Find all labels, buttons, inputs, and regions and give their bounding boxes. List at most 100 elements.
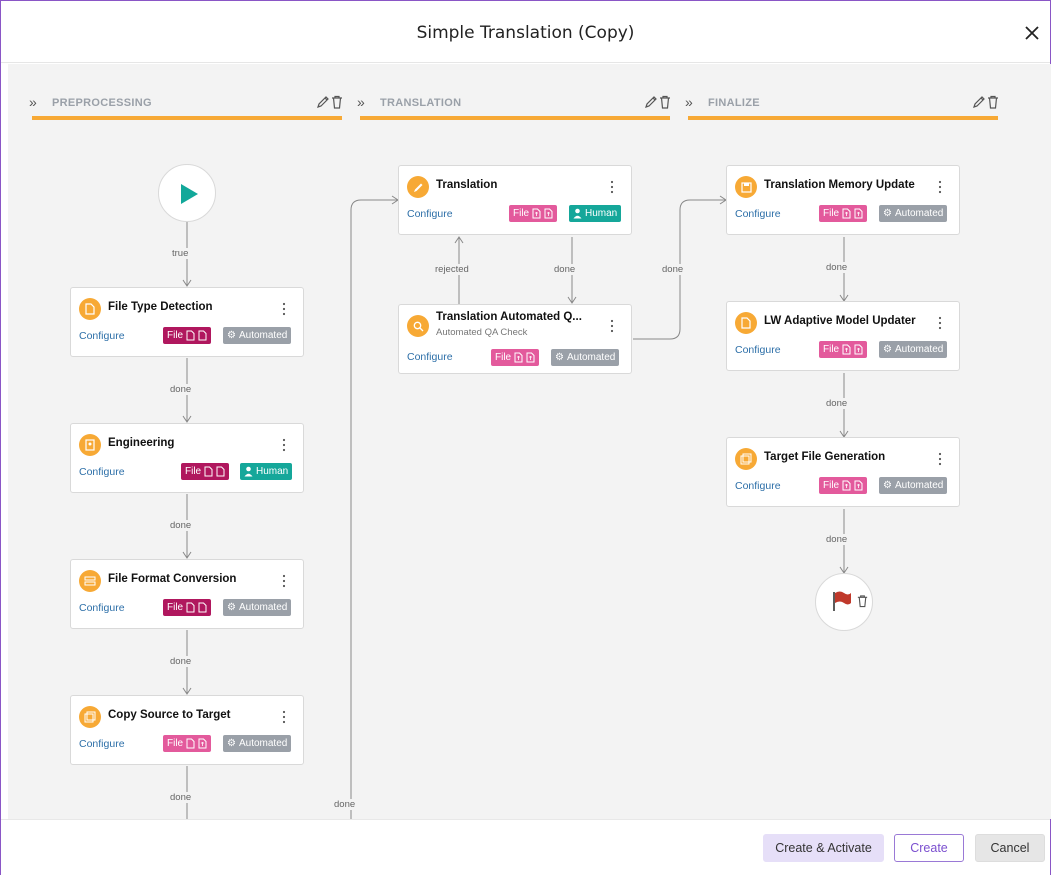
automated-tag-label: Automated: [566, 352, 616, 363]
node-translation[interactable]: Translation Configure File Human: [398, 165, 632, 235]
node-title: LW Adaptive Model Updater: [764, 315, 916, 327]
automated-tag: ⚙Automated: [879, 477, 948, 494]
configure-link[interactable]: Configure: [79, 602, 125, 614]
node-title: Translation Memory Update: [764, 179, 915, 191]
pencil-icon[interactable]: [972, 95, 986, 109]
file-tag-label: File: [823, 480, 840, 491]
configure-link[interactable]: Configure: [79, 330, 125, 342]
modal-header: Simple Translation (Copy): [1, 1, 1050, 63]
more-options-icon[interactable]: [281, 302, 287, 316]
create-activate-button[interactable]: Create & Activate: [763, 834, 884, 862]
phase-bar: [688, 116, 998, 120]
file-doc-icon: [204, 466, 213, 477]
file-tag: File: [163, 327, 212, 344]
node-copy-source-to-target[interactable]: Copy Source to Target Configure File ⚙Au…: [70, 695, 304, 765]
person-icon: [244, 466, 253, 477]
automated-tag-label: Automated: [238, 738, 288, 749]
more-options-icon[interactable]: [937, 452, 943, 466]
gear-icon: ⚙: [227, 602, 236, 613]
file-tag: File: [819, 341, 868, 358]
conversion-icon: [79, 570, 101, 592]
trash-icon[interactable]: [330, 95, 344, 109]
connection-label-true: true: [171, 248, 190, 259]
file-doc-icon: [186, 738, 195, 749]
configure-link[interactable]: Configure: [407, 208, 453, 220]
expand-chevron-icon[interactable]: »: [357, 94, 365, 110]
connection-label-done: done: [169, 384, 193, 395]
file-tag-label: File: [185, 466, 202, 477]
connection-label-done: done: [553, 264, 577, 275]
node-translation-memory-update[interactable]: Translation Memory Update Configure File…: [726, 165, 960, 235]
node-lw-adaptive-model-updater[interactable]: LW Adaptive Model Updater Configure File…: [726, 301, 960, 371]
trash-icon[interactable]: [658, 95, 672, 109]
gear-icon: ⚙: [227, 330, 236, 341]
gear-icon: ⚙: [883, 480, 892, 491]
close-icon[interactable]: [1022, 23, 1042, 43]
pencil-icon[interactable]: [644, 95, 658, 109]
start-node[interactable]: [158, 164, 216, 222]
node-file-type-detection[interactable]: File Type Detection Configure File ⚙Auto…: [70, 287, 304, 357]
more-options-icon[interactable]: [937, 316, 943, 330]
copy-icon: [735, 448, 757, 470]
node-target-file-generation[interactable]: Target File Generation Configure File ⚙A…: [726, 437, 960, 507]
automated-tag: ⚙Automated: [551, 349, 620, 366]
node-title: File Format Conversion: [108, 573, 237, 585]
end-node[interactable]: [815, 573, 873, 631]
more-options-icon[interactable]: [937, 180, 943, 194]
automated-tag: ⚙Automated: [223, 735, 292, 752]
trash-icon[interactable]: [856, 594, 869, 608]
node-translation-qa[interactable]: Translation Automated Q... Automated QA …: [398, 304, 632, 374]
automated-tag: ⚙Automated: [223, 327, 292, 344]
file-tag: File: [181, 463, 230, 480]
file-doc-icon: [186, 330, 195, 341]
file-translated-icon: [842, 208, 851, 219]
more-options-icon[interactable]: [281, 574, 287, 588]
trash-icon[interactable]: [986, 95, 1000, 109]
connection-label-done: done: [661, 264, 685, 275]
configure-link[interactable]: Configure: [79, 466, 125, 478]
file-translated-icon: [854, 208, 863, 219]
more-options-icon[interactable]: [281, 710, 287, 724]
document-icon: [735, 312, 757, 334]
node-file-format-conversion[interactable]: File Format Conversion Configure File ⚙A…: [70, 559, 304, 629]
copy-icon: [79, 706, 101, 728]
phase-label: FINALIZE: [708, 97, 760, 109]
file-tag-label: File: [167, 738, 184, 749]
configure-link[interactable]: Configure: [407, 351, 453, 363]
cancel-button[interactable]: Cancel: [975, 834, 1045, 862]
configure-link[interactable]: Configure: [735, 344, 781, 356]
file-tag-label: File: [823, 344, 840, 355]
person-icon: [573, 208, 582, 219]
file-tag-label: File: [513, 208, 530, 219]
connection-label-done: done: [825, 398, 849, 409]
human-tag-label: Human: [256, 466, 289, 477]
node-engineering[interactable]: Engineering Configure File Human: [70, 423, 304, 493]
file-tag: File: [509, 205, 558, 222]
more-options-icon[interactable]: [609, 180, 615, 194]
file-tag-label: File: [167, 602, 184, 613]
file-tag-label: File: [495, 352, 512, 363]
file-translated-icon: [842, 344, 851, 355]
file-translated-icon: [198, 738, 207, 749]
configure-link[interactable]: Configure: [79, 738, 125, 750]
human-tag-label: Human: [585, 208, 618, 219]
automated-tag: ⚙Automated: [879, 341, 948, 358]
configure-link[interactable]: Configure: [735, 480, 781, 492]
expand-chevron-icon[interactable]: »: [685, 94, 693, 110]
more-options-icon[interactable]: [609, 319, 615, 333]
connection-label-done: done: [825, 262, 849, 273]
phase-translation: » TRANSLATION: [357, 94, 672, 124]
automated-tag-label: Automated: [238, 330, 288, 341]
automated-tag-label: Automated: [894, 480, 944, 491]
modal-title: Simple Translation (Copy): [416, 23, 635, 43]
expand-chevron-icon[interactable]: »: [29, 94, 37, 110]
connection-label-done: done: [169, 656, 193, 667]
create-button[interactable]: Create: [894, 834, 964, 862]
file-translated-icon: [526, 352, 535, 363]
node-title: Copy Source to Target: [108, 709, 231, 721]
pencil-icon[interactable]: [316, 95, 330, 109]
configure-link[interactable]: Configure: [735, 208, 781, 220]
node-title: Translation: [436, 179, 498, 191]
workflow-canvas[interactable]: true done done done done done rejected d…: [8, 64, 1051, 819]
more-options-icon[interactable]: [281, 438, 287, 452]
